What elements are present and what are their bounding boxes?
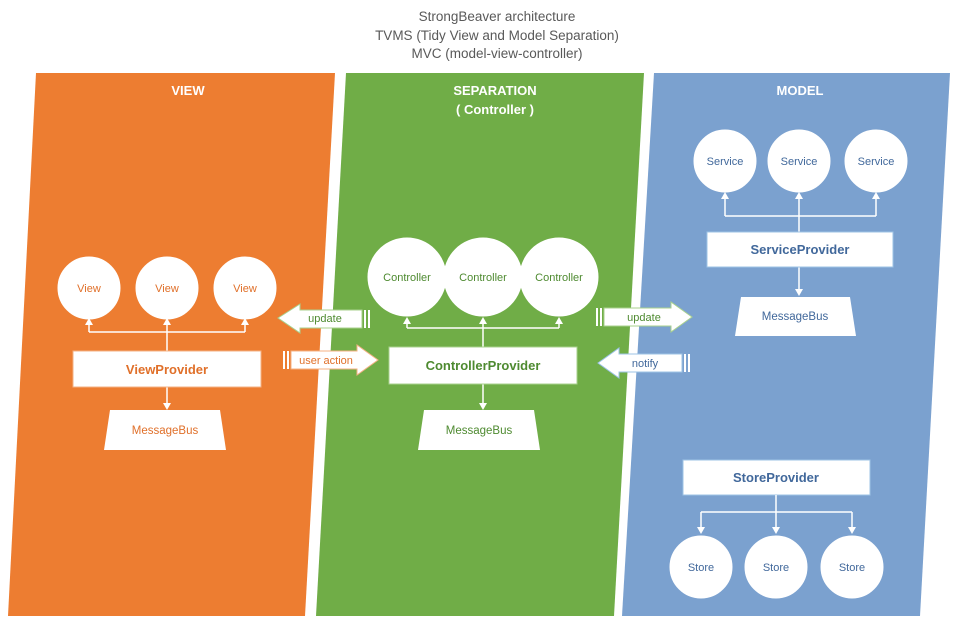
view-provider-box[interactable]: ViewProvider (72, 350, 262, 388)
view-message-bus-label: MessageBus (132, 425, 199, 437)
controller-circle-label: Controller (383, 272, 431, 284)
view-circle[interactable]: View (213, 256, 277, 320)
view-connectors (88, 324, 246, 404)
view-message-bus[interactable]: MessageBus (104, 410, 226, 450)
store-circle-label: Store (839, 562, 865, 574)
store-connectors (700, 495, 853, 528)
controller-circle-label: Controller (459, 272, 507, 284)
title-line-3: MVC (model-view-controller) (411, 46, 582, 61)
store-provider-box[interactable]: StoreProvider (682, 459, 871, 496)
update-to-model-arrow: update (596, 301, 693, 333)
controller-circle[interactable]: Controller (519, 237, 599, 317)
service-connectors (724, 198, 877, 290)
service-circle[interactable]: Service (767, 129, 831, 193)
service-provider-label: ServiceProvider (750, 242, 849, 257)
controller-circle-label: Controller (535, 272, 583, 284)
view-circle-label: View (155, 283, 179, 295)
view-circle-label: View (77, 283, 101, 295)
service-arrowheads (721, 192, 880, 296)
store-circle-label: Store (688, 562, 714, 574)
service-circle-label: Service (707, 156, 744, 168)
user-action-arrow: user action (283, 344, 379, 376)
view-arrowheads (85, 318, 249, 410)
view-circle[interactable]: View (57, 256, 121, 320)
controller-provider-box[interactable]: ControllerProvider (388, 346, 578, 385)
controller-circle[interactable]: Controller (367, 237, 447, 317)
view-panel (8, 73, 335, 616)
controller-arrowheads (403, 317, 563, 410)
store-circle[interactable]: Store (820, 535, 884, 599)
notify-arrow: notify (597, 347, 690, 379)
model-message-bus-label: MessageBus (762, 311, 829, 323)
update-to-view-label: update (308, 313, 342, 325)
service-circle-label: Service (858, 156, 895, 168)
view-circle[interactable]: View (135, 256, 199, 320)
title-line-2: TVMS (Tidy View and Model Separation) (375, 28, 619, 43)
service-provider-box[interactable]: ServiceProvider (706, 231, 894, 268)
controller-message-bus[interactable]: MessageBus (418, 410, 540, 450)
separation-panel-label: SEPARATION (453, 83, 536, 98)
notify-label: notify (632, 358, 659, 370)
controller-provider-label: ControllerProvider (426, 358, 541, 373)
controller-circle[interactable]: Controller (443, 237, 523, 317)
store-arrowheads (697, 527, 856, 534)
store-circle[interactable]: Store (669, 535, 733, 599)
separation-panel (316, 73, 644, 616)
update-to-model-label: update (627, 312, 661, 324)
update-to-view-arrow: update (277, 303, 370, 334)
model-message-bus[interactable]: MessageBus (735, 297, 856, 336)
controller-message-bus-label: MessageBus (446, 425, 513, 437)
view-circle-label: View (233, 283, 257, 295)
store-circle[interactable]: Store (744, 535, 808, 599)
store-provider-label: StoreProvider (733, 470, 819, 485)
view-panel-label: VIEW (171, 83, 205, 98)
service-circle[interactable]: Service (844, 129, 908, 193)
service-circle[interactable]: Service (693, 129, 757, 193)
view-provider-label: ViewProvider (126, 362, 208, 377)
model-panel-label: MODEL (777, 83, 824, 98)
service-circle-label: Service (781, 156, 818, 168)
title-line-1: StrongBeaver architecture (419, 9, 576, 24)
user-action-label: user action (299, 355, 353, 367)
store-circle-label: Store (763, 562, 789, 574)
separation-panel-sublabel: ( Controller ) (456, 102, 534, 117)
